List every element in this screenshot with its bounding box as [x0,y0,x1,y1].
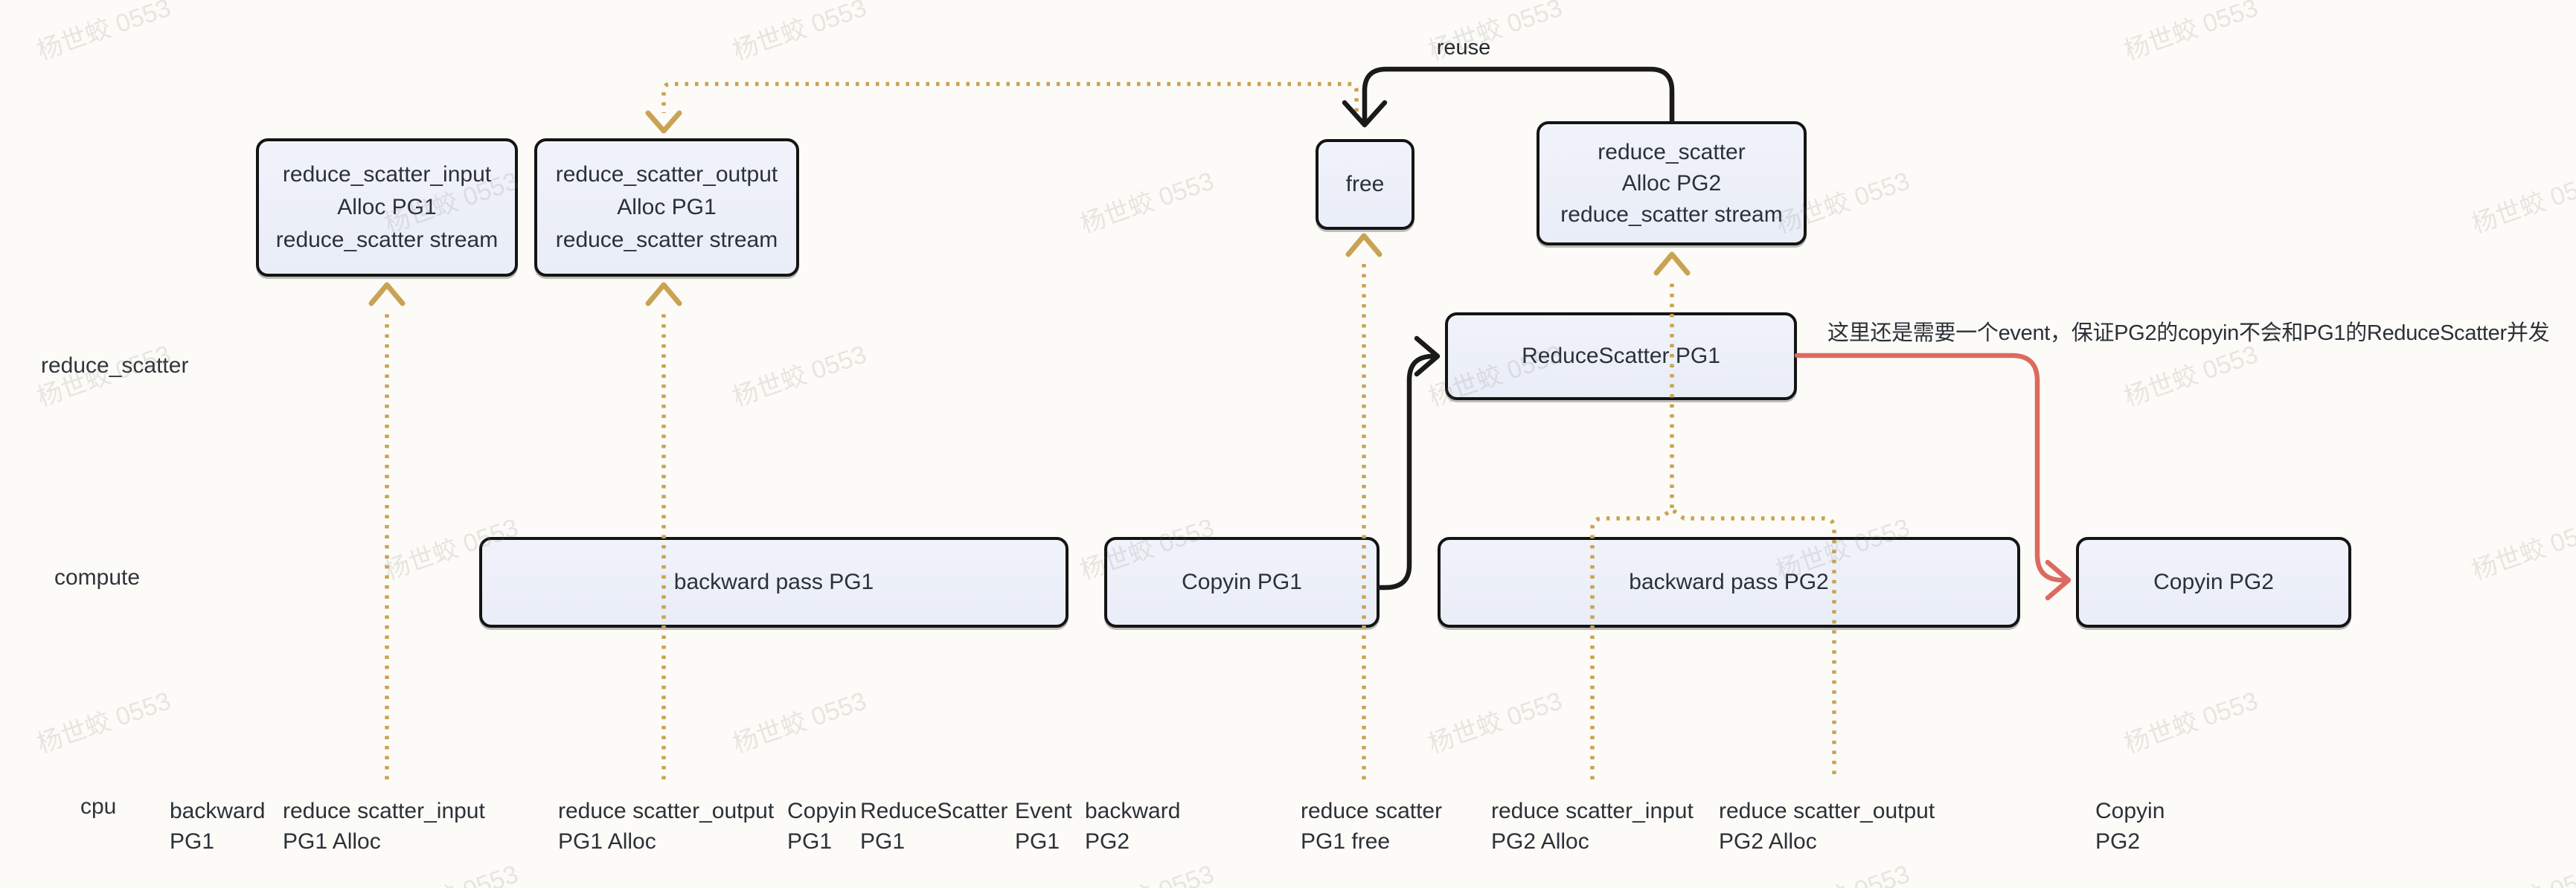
node-reduce-scatter-pg1: ReduceScatter PG1 [1445,312,1797,400]
cpu-op-line: PG1 [860,829,906,854]
node-text: Alloc PG1 [337,195,437,219]
cpu-op-line: ReduceScatter [860,799,1008,823]
cpu-op-line: reduce scatter_output [558,799,775,823]
node-reduce-scatter-input-alloc-pg1: reduce_scatter_input Alloc PG1 reduce_sc… [256,138,518,277]
watermark-text: 杨世蛟 0553 [2468,513,2576,586]
cpu-op-line: PG2 Alloc [1491,829,1589,854]
node-text: Alloc PG2 [1621,170,1722,196]
node-text: reduce_scatter stream [555,228,778,252]
watermark-text: 杨世蛟 0553 [33,686,175,759]
arrowhead-into-copyin-pg2 [2045,559,2072,601]
node-text: free [1345,172,1385,196]
event-annotation-text: 这里还是需要一个event，保证PG2的copyin不会和PG1的ReduceS… [1827,321,2550,345]
cpu-op-copyin-pg1: Copyin PG1 [787,796,856,857]
node-text: reduce_scatter stream [275,228,499,252]
cpu-op-line: PG1 Alloc [558,829,656,854]
cpu-op-reduce-scatter-output-pg1-alloc: reduce scatter_output PG1 Alloc [558,796,774,857]
watermark-text: 杨世蛟 0553 [729,0,871,66]
cpu-op-line: reduce scatter_input [283,799,485,823]
watermark-text: 杨世蛟 0553 [1425,686,1566,759]
cpu-op-line: PG2 [1085,829,1130,854]
watermark-text: 杨世蛟 0553 [1077,167,1218,239]
node-text: Copyin PG1 [1182,570,1302,594]
cpu-op-reducescatter-pg1: ReduceScatter PG1 [860,796,1007,857]
cpu-op-reduce-scatter-output-pg2-alloc: reduce scatter_output PG2 Alloc [1719,796,1935,857]
cpu-op-line: PG2 [2095,829,2141,854]
cpu-op-reduce-scatter-input-pg2-alloc: reduce scatter_input PG2 Alloc [1491,796,1694,857]
link-free-to-rs-output-alloc [661,82,1359,113]
arrowhead-up-rs-alloc-pg2 [1653,251,1691,276]
cpu-op-line: reduce scatter_output [1719,799,1935,823]
node-backward-pass-pg1: backward pass PG1 [479,537,1068,628]
lane-label-cpu: cpu [80,794,117,819]
watermark-text: 杨世蛟 0553 [2121,0,2262,66]
cpu-op-line: Copyin [2095,799,2165,823]
node-copyin-pg2: Copyin PG2 [2076,537,2351,628]
node-free: free [1316,139,1414,230]
watermark-text: 杨世蛟 0553 [2121,686,2262,759]
node-text: Copyin PG2 [2153,570,2274,594]
arrowhead-down-rs-output [645,110,682,134]
node-text: reduce_scatter stream [1560,202,1783,227]
node-text: backward pass PG2 [1629,570,1829,594]
arrowhead-up-rs-output [645,282,682,306]
cpu-op-copyin-pg2: Copyin PG2 [2095,796,2165,857]
cpu-op-event-pg1: Event PG1 [1015,796,1072,857]
node-copyin-pg1: Copyin PG1 [1104,537,1380,628]
watermark-text: 杨世蛟 0553 [33,0,175,66]
reuse-arc [1362,66,1675,125]
node-text: reduce_scatter [1598,139,1746,164]
cpu-op-line: PG1 [787,829,833,854]
node-text: backward pass PG1 [673,570,874,594]
cpu-op-reduce-scatter-input-pg1-alloc: reduce scatter_input PG1 Alloc [283,796,485,857]
reuse-arrow-label: reuse [1436,36,1491,59]
cpu-op-line: PG2 Alloc [1719,829,1817,854]
arrowhead-reuse-down [1342,100,1388,128]
cpu-op-line: PG1 [170,829,215,854]
watermark-text: 杨世蛟 0553 [729,340,871,413]
lane-label-compute: compute [54,565,141,590]
arrowhead-into-reducescatter-pg1 [1414,335,1441,377]
node-text: Alloc PG1 [617,195,717,219]
node-text: reduce_scatter_output [555,162,778,187]
cpu-op-line: PG1 Alloc [283,829,381,854]
watermark-text: 杨世蛟 0553 [2466,854,2576,888]
watermark-text: 杨世蛟 0553 [729,686,871,759]
cpu-op-line: Copyin [787,799,857,823]
node-reduce-scatter-output-alloc-pg1: reduce_scatter_output Alloc PG1 reduce_s… [534,138,799,277]
node-text: ReduceScatter PG1 [1522,344,1720,368]
node-reduce-scatter-alloc-pg2: reduce_scatter Alloc PG2 reduce_scatter … [1537,121,1807,245]
cpu-op-line: backward [1085,799,1181,823]
cpu-op-line: backward [170,799,266,823]
cpu-op-line: reduce scatter_input [1491,799,1694,823]
cpu-op-reduce-scatter-pg1-free: reduce scatter PG1 free [1301,796,1442,857]
lane-label-reduce-scatter: reduce_scatter [41,353,189,378]
watermark-text: 杨世蛟 0553 [1770,854,1914,888]
arrowhead-up-rs-input [368,282,406,306]
cpu-op-backward-pg1: backward PG1 [170,796,265,857]
watermark-text: 杨世蛟 0553 [1074,854,1218,888]
watermark-text: 杨世蛟 0553 [379,854,522,888]
node-backward-pass-pg2: backward pass PG2 [1438,537,2020,628]
cpu-op-backward-pg2: backward PG2 [1085,796,1180,857]
cpu-op-line: PG1 free [1301,829,1391,854]
watermark-text: 杨世蛟 0553 [2468,167,2576,239]
cpu-op-line: PG1 [1015,829,1060,854]
cpu-op-line: reduce scatter [1301,799,1443,823]
cpu-op-line: Event [1015,799,1072,823]
node-text: reduce_scatter_input [282,162,492,187]
arrow-copyin-pg1-to-reducescatter-pg1 [1377,353,1436,591]
arrowhead-up-free [1345,233,1382,257]
